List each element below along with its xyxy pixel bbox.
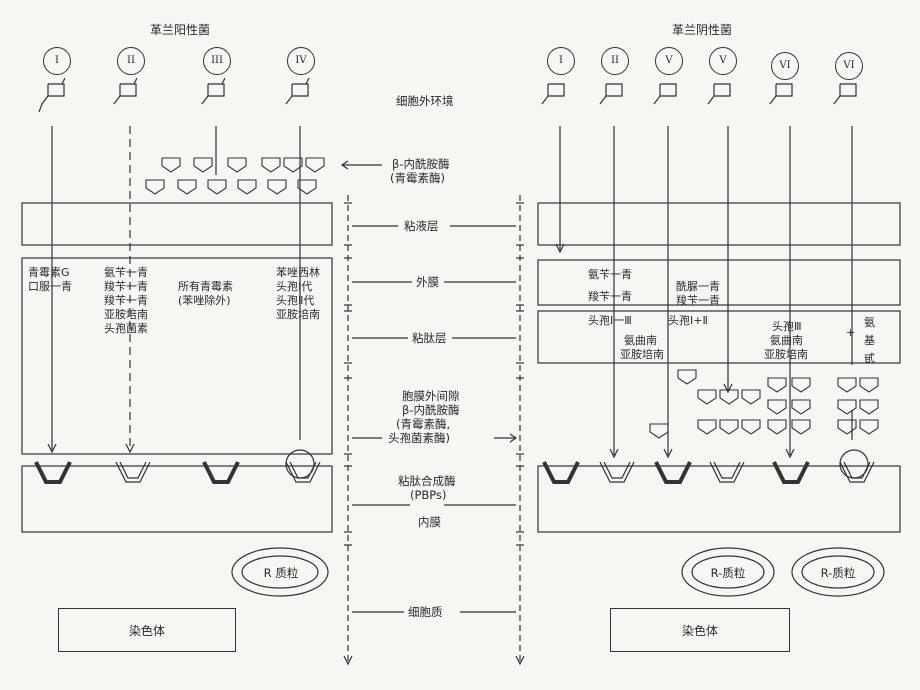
right-pg-1a: 氨曲南 bbox=[624, 334, 657, 347]
left-drug-4c: 头孢Ⅱ代 bbox=[276, 294, 315, 307]
left-drug-4b: 头孢Ⅰ代 bbox=[276, 280, 313, 293]
right-om-1a: 氨苄一青 bbox=[588, 268, 632, 281]
label-cytoplasm: 细胞质 bbox=[408, 605, 443, 619]
right-inner-membrane bbox=[537, 465, 901, 533]
left-class-3: III bbox=[203, 47, 231, 75]
right-outer-membrane bbox=[537, 259, 901, 306]
left-drug-4a: 苯唑西林 bbox=[276, 266, 320, 279]
right-om-1b: 羧苄一青 bbox=[588, 290, 632, 303]
left-brackets bbox=[344, 202, 352, 546]
right-mucus-layer bbox=[537, 202, 901, 246]
label-periplasm-1: 胞膜外间隙 bbox=[402, 389, 460, 403]
left-cell-wall bbox=[21, 257, 333, 455]
label-periplasm-3: (青霉素酶, bbox=[396, 417, 451, 431]
left-drug-2b: 羧苄一青 bbox=[104, 280, 148, 293]
right-peptidoglycan bbox=[537, 310, 901, 364]
left-chromosome: 染色体 bbox=[58, 608, 236, 652]
right-class-5: VI bbox=[771, 52, 799, 80]
label-periplasm-2: β-内酰胺酶 bbox=[402, 403, 460, 417]
right-om-2c: 头孢Ⅰ+Ⅱ bbox=[668, 314, 708, 327]
right-plasmid-1-label: R-质粒 bbox=[710, 566, 746, 580]
left-enzymes bbox=[145, 157, 325, 195]
right-class-3: V bbox=[655, 47, 683, 75]
label-peptidoglycan: 粘肽层 bbox=[412, 331, 447, 345]
left-inner-membrane bbox=[21, 465, 333, 533]
left-drug-2a: 氨苄一青 bbox=[104, 266, 148, 279]
right-om-1c: 头孢Ⅰ一Ⅲ bbox=[588, 314, 632, 327]
right-pg-3c: 基 bbox=[864, 334, 875, 347]
right-plasmid-1-outer bbox=[681, 547, 775, 597]
left-structures bbox=[38, 77, 310, 113]
left-drug-4d: 亚胺培南 bbox=[276, 308, 320, 321]
right-brackets bbox=[516, 202, 524, 546]
right-pg-2b: 氨曲南 bbox=[770, 334, 803, 347]
label-pbp-2: (PBPs) bbox=[410, 488, 447, 502]
right-enzymes bbox=[649, 369, 879, 439]
right-pg-1b: 亚胺培南 bbox=[620, 348, 664, 361]
right-class-4: V bbox=[709, 47, 737, 75]
left-drug-1a: 青霉素G bbox=[28, 266, 70, 279]
label-beta-lactamase-1: β-内酰胺酶 bbox=[392, 157, 450, 171]
label-inner-membrane: 内膜 bbox=[418, 515, 441, 529]
header-gram-negative: 革兰阴性菌 bbox=[672, 23, 733, 37]
right-pg-2a: 头孢Ⅲ bbox=[772, 320, 802, 333]
left-class-2: II bbox=[117, 47, 145, 75]
label-mucus-layer: 粘液层 bbox=[404, 219, 439, 233]
left-class-1: I bbox=[43, 47, 71, 75]
right-class-2: II bbox=[601, 47, 629, 75]
right-pg-3d: 甙 bbox=[864, 352, 875, 365]
left-class-4: IV bbox=[287, 47, 315, 75]
right-pg-2c: 亚胺培南 bbox=[764, 348, 808, 361]
right-class-1: I bbox=[547, 47, 575, 75]
left-drug-2c: 羧苄一青 bbox=[104, 294, 148, 307]
left-pbps bbox=[34, 449, 321, 484]
left-drug-1b: 口服一青 bbox=[28, 280, 72, 293]
right-chromosome: 染色体 bbox=[610, 608, 790, 652]
label-periplasm-4: 头孢菌素酶) bbox=[388, 431, 450, 445]
label-beta-lactamase-2: (青霉素酶) bbox=[390, 171, 445, 185]
right-pg-3a: + bbox=[846, 326, 856, 339]
left-plasmid-outer bbox=[231, 547, 329, 597]
right-pg-3b: 氨 bbox=[864, 316, 875, 329]
right-class-6: VI bbox=[835, 52, 863, 80]
right-plasmid-2-label: R-质粒 bbox=[820, 566, 856, 580]
right-plasmid-2-outer bbox=[791, 547, 885, 597]
left-drug-3a: 所有青霉素 bbox=[178, 280, 233, 293]
header-gram-positive: 革兰阳性菌 bbox=[150, 23, 211, 37]
left-drug-2d: 亚胺培南 bbox=[104, 308, 148, 321]
right-om-2b: 羧苄一青 bbox=[676, 294, 720, 307]
left-drug-3b: (苯唑除外) bbox=[178, 294, 231, 307]
left-drug-2e: 头孢菌素 bbox=[104, 322, 148, 335]
left-plasmid-label: R 质粒 bbox=[263, 566, 299, 580]
label-pbp-1: 粘肽合成酶 bbox=[398, 474, 456, 488]
left-mucus-layer bbox=[21, 202, 333, 246]
right-structures bbox=[541, 83, 857, 105]
right-om-2a: 酰脲一青 bbox=[676, 280, 720, 293]
label-extracellular: 细胞外环境 bbox=[396, 94, 454, 108]
label-outer-membrane: 外膜 bbox=[416, 275, 439, 289]
right-pbps bbox=[542, 449, 875, 484]
